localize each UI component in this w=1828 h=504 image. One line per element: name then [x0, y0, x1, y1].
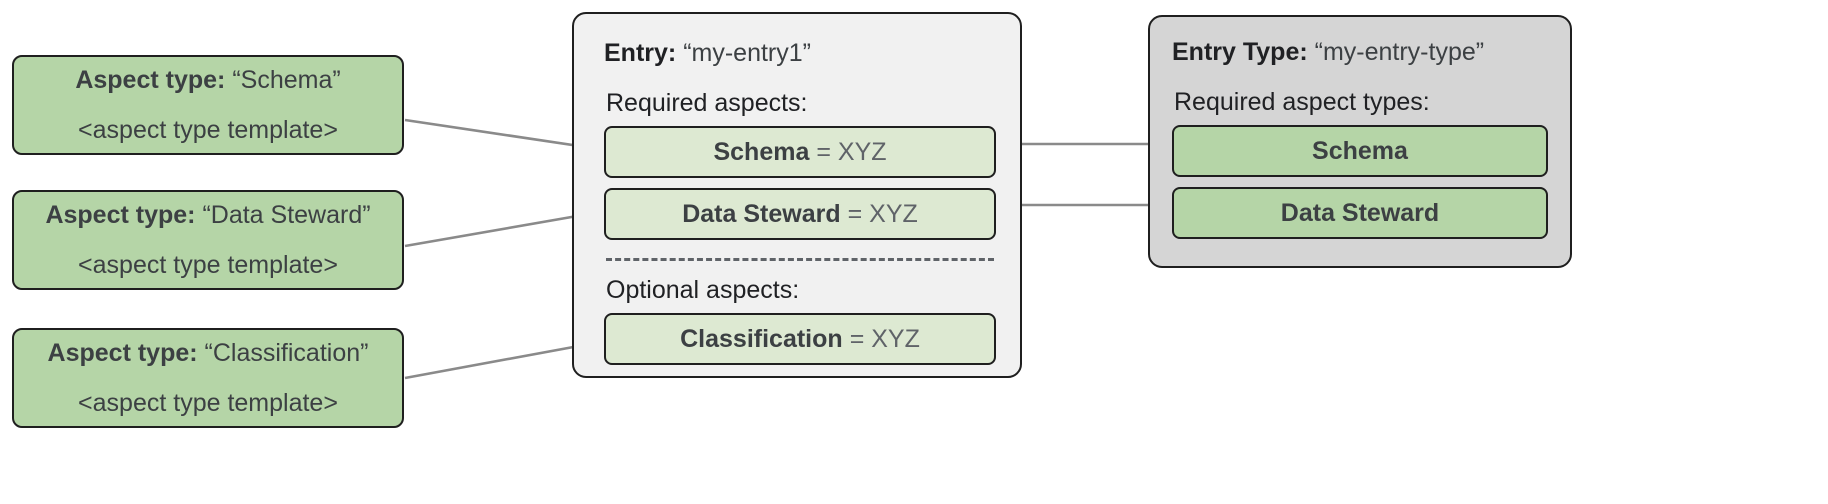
aspect-type-card-data-steward-title: Aspect type: “Data Steward” — [45, 200, 370, 230]
entry-type-title-prefix: Entry Type: — [1172, 38, 1308, 66]
entry-title: Entry: “my-entry1” — [604, 38, 996, 68]
entry-required-aspect-schema-name: Schema — [713, 137, 810, 166]
aspect-type-card-data-steward-prefix: Aspect type: — [45, 201, 196, 229]
entry-type-panel[interactable]: Entry Type: “my-entry-type” Required asp… — [1148, 15, 1572, 268]
aspect-type-card-data-steward-name: “Data Steward” — [202, 201, 371, 229]
entry-type-required-aspect-type-schema-name: Schema — [1312, 136, 1408, 165]
entry-title-prefix: Entry: — [604, 39, 677, 67]
entry-required-heading: Required aspects: — [606, 89, 808, 117]
entry-required-aspect-data-steward-value: = XYZ — [847, 199, 918, 228]
aspect-type-card-classification-name: “Classification” — [204, 339, 369, 367]
entry-type-required-heading: Required aspect types: — [1174, 88, 1430, 116]
entry-required-aspect-data-steward-name: Data Steward — [682, 199, 841, 228]
entry-panel[interactable]: Entry: “my-entry1” Required aspects: Sch… — [572, 12, 1022, 378]
entry-optional-aspect-classification-name: Classification — [680, 324, 843, 353]
aspect-type-card-data-steward[interactable]: Aspect type: “Data Steward” <aspect type… — [12, 190, 404, 290]
entry-type-required-aspect-type-schema[interactable]: Schema — [1172, 125, 1548, 177]
aspect-type-card-classification-prefix: Aspect type: — [47, 339, 198, 367]
entry-type-title: Entry Type: “my-entry-type” — [1172, 37, 1548, 67]
aspect-type-card-schema-title: Aspect type: “Schema” — [75, 65, 340, 95]
entry-title-name: “my-entry1” — [683, 39, 811, 67]
entry-optional-heading: Optional aspects: — [606, 276, 800, 304]
required-optional-divider — [606, 258, 994, 261]
entry-required-aspect-schema-value: = XYZ — [816, 137, 887, 166]
entry-optional-aspect-classification[interactable]: Classification = XYZ — [604, 313, 996, 365]
entry-optional-aspect-classification-value: = XYZ — [849, 324, 920, 353]
aspect-type-card-schema-name: “Schema” — [232, 66, 341, 94]
entry-required-aspect-schema[interactable]: Schema = XYZ — [604, 126, 996, 178]
entry-type-required-aspect-type-data-steward-name: Data Steward — [1280, 198, 1440, 227]
aspect-type-card-data-steward-template: <aspect type template> — [78, 251, 338, 279]
aspect-type-card-schema-prefix: Aspect type: — [75, 66, 226, 94]
aspect-type-card-classification-title: Aspect type: “Classification” — [48, 338, 369, 368]
aspect-type-card-schema[interactable]: Aspect type: “Schema” <aspect type templ… — [12, 55, 404, 155]
entry-type-required-aspect-type-data-steward[interactable]: Data Steward — [1172, 187, 1548, 239]
aspect-type-card-classification-template: <aspect type template> — [78, 389, 338, 417]
entry-type-title-name: “my-entry-type” — [1314, 38, 1485, 66]
aspect-type-card-classification[interactable]: Aspect type: “Classification” <aspect ty… — [12, 328, 404, 428]
aspect-type-card-schema-template: <aspect type template> — [78, 116, 338, 144]
entry-required-aspect-data-steward[interactable]: Data Steward = XYZ — [604, 188, 996, 240]
